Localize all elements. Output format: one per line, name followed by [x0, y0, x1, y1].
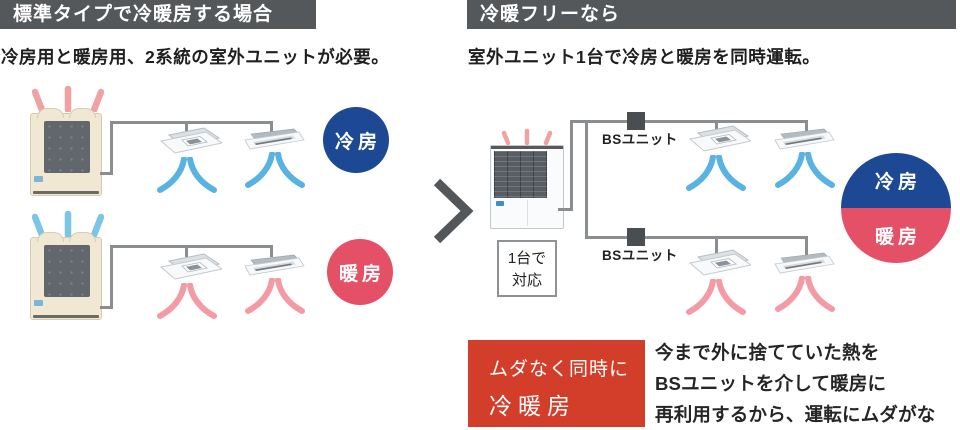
outdoor-unit-cap: [491, 146, 563, 149]
brand-mark: [496, 201, 504, 206]
outdoor-unit-grille: [44, 121, 90, 173]
refrigerant-pipe: [558, 208, 572, 211]
heat-exhaust-icon: [501, 128, 553, 145]
left-panel-header: 標準タイプで冷暖房する場合: [0, 0, 316, 29]
refrigerant-pipe: [570, 120, 573, 211]
refrigerant-pipe: [100, 172, 112, 175]
right-header-label: 冷暖フリーなら: [480, 4, 621, 25]
cool-airflow-icon: [686, 155, 746, 191]
description-line: BSユニットを介して暖房に: [655, 373, 887, 394]
indoor-unit-2way-cassette: [774, 128, 835, 150]
fan-housing: [37, 108, 64, 118]
fan-housing: [37, 232, 64, 242]
bs-unit-label: BSユニット: [602, 132, 678, 147]
right-panel-subtitle: 室外ユニット1台で冷房と暖房を同時運転。: [468, 47, 821, 67]
left-header-label: 標準タイプで冷暖房する場合: [13, 4, 274, 25]
refrigerant-pipe: [585, 236, 808, 239]
indoor-unit-4way-cassette: [159, 127, 222, 154]
bs-unit-node: [627, 228, 645, 246]
cooling-badge: 冷房: [323, 107, 389, 173]
bs-unit-node: [627, 112, 645, 130]
panel-seam: [527, 200, 528, 226]
heat-exhaust-icon: [32, 86, 104, 112]
highlight-line1: ムダなく同時に: [489, 359, 630, 380]
split-badge-cool: 冷房: [841, 153, 951, 208]
outdoor-unit-base: [33, 191, 99, 194]
indoor-unit-4way-cassette: [159, 253, 222, 280]
refrigerant-pipe: [805, 120, 808, 135]
fan-housing: [69, 232, 96, 242]
refrigerant-pipe: [110, 121, 113, 175]
warm-airflow-icon: [686, 279, 746, 315]
refrigerant-pipe: [110, 245, 273, 248]
warm-airflow-icon: [775, 276, 835, 312]
refrigerant-pipe: [100, 306, 112, 309]
heat-intake-icon: [32, 211, 104, 237]
outdoor-unit-grille: [494, 151, 547, 198]
description-line: 再利用するから、運転にムダがない。: [655, 404, 936, 425]
indoor-unit-4way-cassette: [688, 249, 751, 276]
refrigerant-pipe: [270, 121, 273, 133]
indoor-unit-4way-cassette: [688, 125, 751, 152]
refrigerant-pipe: [570, 120, 808, 123]
refrigerant-pipe: [110, 245, 113, 309]
cool-airflow-icon: [157, 157, 217, 193]
one-unit-line2: 対応: [511, 272, 542, 289]
refrigerant-pipe: [110, 121, 273, 124]
heating-badge: 暖房: [327, 239, 393, 305]
refrigerant-pipe: [185, 121, 188, 131]
warm-airflow-icon: [245, 278, 305, 314]
split-badge-heat: 暖房: [841, 208, 951, 263]
outdoor-unit-base: [33, 315, 99, 318]
indoor-unit-2way-cassette: [244, 128, 305, 150]
outdoor-unit-standard-heating: [30, 232, 102, 320]
warm-airflow-icon: [157, 283, 217, 319]
refrigerant-pipe: [270, 245, 273, 257]
left-panel-subtitle: 冷房用と暖房用、2系統の室外ユニットが必要。: [1, 47, 390, 67]
chevron-right-icon: [433, 178, 474, 244]
indoor-unit-2way-cassette: [774, 252, 835, 274]
fan-housing: [69, 108, 96, 118]
outdoor-unit-grille: [44, 245, 90, 297]
refrigerant-pipe: [715, 236, 718, 254]
outdoor-unit-standard-cooling: [30, 108, 102, 196]
bs-unit-label: BSユニット: [602, 248, 678, 263]
cool-heat-split-badge: 冷房 暖房: [841, 153, 951, 263]
cool-airflow-icon: [775, 152, 835, 188]
refrigerant-pipe: [805, 236, 808, 256]
one-unit-callout: 1台で 対応: [497, 240, 557, 297]
refrigerant-pipe: [185, 245, 188, 257]
outdoor-unit-vrv: [490, 145, 564, 229]
highlight-box: ムダなく同時に 冷暖房: [468, 340, 645, 427]
description-line: 今まで外に捨てていた熱を: [655, 342, 880, 363]
refrigerant-pipe: [585, 120, 588, 239]
benefit-description: 今まで外に捨てていた熱を BSユニットを介して暖房に 再利用するから、運転にムダ…: [655, 337, 960, 430]
brand-mark: [34, 176, 43, 182]
brand-mark: [34, 300, 43, 306]
right-panel-header: 冷暖フリーなら: [467, 0, 956, 29]
refrigerant-pipe: [715, 120, 718, 130]
highlight-line2: 冷暖房: [489, 393, 576, 419]
cool-airflow-icon: [245, 152, 305, 188]
indoor-unit-2way-cassette: [244, 254, 305, 276]
one-unit-line1: 1台で: [507, 250, 547, 267]
